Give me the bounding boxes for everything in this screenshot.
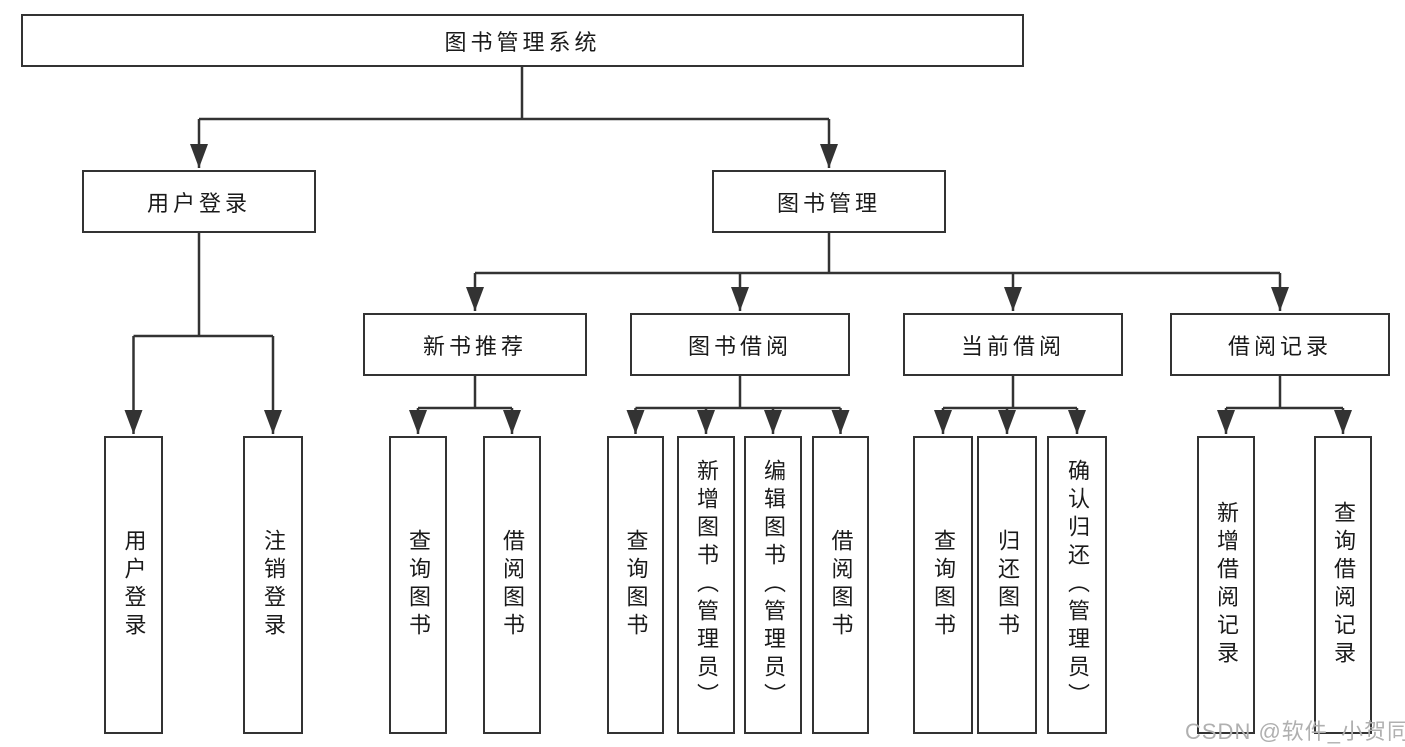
leaf-label: 用户登录 — [121, 529, 147, 641]
node-current-borrowing: 当前借阅 — [903, 313, 1123, 376]
leaf-bb-edit-books: 编辑图书（管理员） — [744, 436, 802, 734]
leaf-label: 查询图书 — [931, 529, 956, 641]
leaf-bb-add-books: 新增图书（管理员） — [677, 436, 735, 734]
node-label: 图书管理 — [776, 190, 881, 216]
node-label: 图书管理系统 — [444, 29, 601, 55]
watermark: CSDN @软件_小贺同学 — [1185, 719, 1405, 744]
leaf-label: 查询图书 — [623, 529, 649, 641]
leaf-label: 借阅图书 — [500, 529, 525, 641]
node-label: 新书推荐 — [422, 333, 527, 359]
node-new-book-recommend: 新书推荐 — [363, 313, 587, 376]
leaf-bb-query-books: 查询图书 — [607, 436, 664, 734]
node-label: 图书借阅 — [687, 333, 792, 359]
leaf-nb-borrow-books: 借阅图书 — [483, 436, 541, 734]
leaf-label: 新增借阅记录 — [1214, 501, 1239, 669]
leaf-label: 查询借阅记录 — [1331, 501, 1356, 669]
leaf-label: 借阅图书 — [828, 529, 854, 641]
node-borrowing-records: 借阅记录 — [1170, 313, 1390, 376]
leaf-cb-query-books: 查询图书 — [913, 436, 973, 734]
leaf-label: 新增图书（管理员） — [694, 459, 719, 711]
leaf-user-login: 用户登录 — [104, 436, 163, 734]
node-user-login: 用户登录 — [82, 170, 316, 233]
leaf-label: 编辑图书（管理员） — [761, 459, 786, 711]
leaf-nb-query-books: 查询图书 — [389, 436, 447, 734]
leaf-bb-borrow-books: 借阅图书 — [812, 436, 869, 734]
node-book-borrowing: 图书借阅 — [630, 313, 850, 376]
leaf-cb-return-books: 归还图书 — [977, 436, 1037, 734]
leaf-br-add-record: 新增借阅记录 — [1197, 436, 1255, 734]
leaf-label: 归还图书 — [995, 529, 1020, 641]
node-library-system: 图书管理系统 — [21, 14, 1024, 67]
leaf-cb-confirm-return: 确认归还（管理员） — [1047, 436, 1107, 734]
leaf-label: 查询图书 — [406, 529, 431, 641]
node-label: 当前借阅 — [960, 333, 1065, 359]
leaf-logout: 注销登录 — [243, 436, 303, 734]
leaf-label: 确认归还（管理员） — [1065, 459, 1090, 711]
leaf-br-query-record: 查询借阅记录 — [1314, 436, 1372, 734]
leaf-label: 注销登录 — [261, 529, 286, 641]
node-label: 用户登录 — [146, 190, 251, 216]
node-book-management: 图书管理 — [712, 170, 946, 233]
node-label: 借阅记录 — [1227, 333, 1332, 359]
